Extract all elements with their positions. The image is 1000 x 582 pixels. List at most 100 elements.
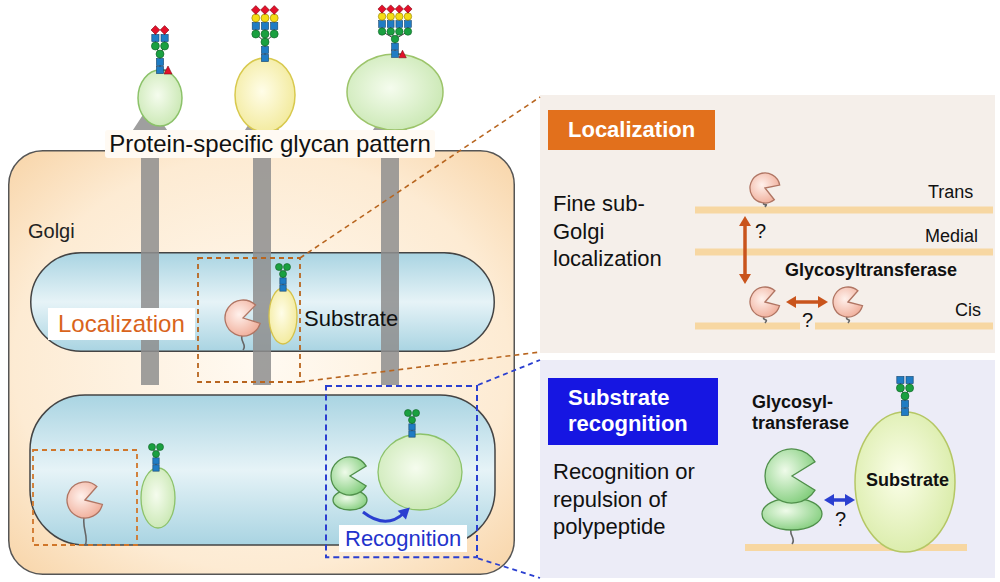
substrate-label: Substrate	[304, 306, 398, 331]
double-arrow	[834, 498, 845, 502]
cisterna-membrane	[695, 207, 993, 214]
mannose-circle	[284, 264, 291, 271]
glycosyltransferase-symbol	[67, 482, 102, 518]
mannose-circle	[378, 28, 386, 36]
text-slot: Trans	[928, 182, 973, 203]
pattern-label: Protein-specific glycan pattern	[105, 130, 435, 158]
recognition-arrow	[363, 512, 404, 521]
glcnac-square	[252, 22, 259, 29]
text-slot: Golgi	[28, 220, 75, 243]
glcnac-square	[280, 278, 286, 284]
glycan	[378, 5, 412, 58]
text-slot: Fine sub-Golgi localization	[553, 190, 685, 273]
mannose-circle	[896, 384, 904, 392]
galactose-circle	[252, 14, 260, 22]
glycan	[148, 444, 163, 472]
cisterna	[30, 395, 495, 545]
membrane-anchor	[84, 514, 87, 545]
sialic-acid-diamond	[261, 6, 270, 15]
galactose-circle	[404, 13, 412, 21]
glcnac-square	[379, 21, 386, 28]
mannose-circle	[156, 50, 164, 58]
glcnac-square	[261, 22, 268, 29]
sialic-acid-diamond	[270, 6, 279, 15]
glcnac-square	[396, 21, 403, 28]
text-slot: Glycosyltransferase	[785, 260, 957, 281]
text-slot: Protein-specific glycan pattern	[105, 130, 435, 158]
cisterna-membrane	[695, 249, 993, 256]
sialic-acid-diamond	[378, 5, 386, 13]
glcnac-square	[156, 66, 163, 73]
dashed-outline	[326, 386, 477, 557]
header-box: Localization	[548, 110, 715, 150]
mannose-circle	[275, 264, 282, 271]
text-slot: ?	[800, 309, 815, 332]
mannose-circle	[157, 444, 164, 451]
sialic-acid-diamond	[395, 5, 403, 13]
mannose-circle	[261, 38, 269, 46]
double-arrow	[796, 300, 818, 304]
membrane	[745, 544, 967, 551]
glcnac-square	[405, 21, 412, 28]
mannose-circle	[148, 444, 155, 451]
glcnac-square	[897, 376, 904, 383]
mannose-circle	[404, 410, 411, 417]
fucose-triangle	[399, 50, 407, 58]
panel-text: Fine sub-Golgi localization	[553, 190, 685, 273]
arrow-head	[845, 494, 855, 506]
text-slot: Recognition or repulsion of polypeptide	[553, 458, 705, 541]
text-slot: ?	[833, 508, 848, 531]
concept-label: Recognition	[339, 525, 467, 552]
text-slot: Recognition	[339, 525, 467, 552]
galactose-circle	[270, 14, 278, 22]
mannose-circle	[404, 28, 412, 36]
substrate-protein	[141, 468, 175, 528]
glycosyltransferase-symbol	[331, 457, 366, 495]
mannose-circle	[387, 28, 395, 36]
glcnac-square	[387, 21, 394, 28]
galactose-circle	[387, 13, 395, 21]
glcnac-square	[409, 424, 415, 430]
glycosyltransferase-symbol	[750, 173, 780, 203]
sialic-acid-diamond	[404, 5, 412, 13]
glycan	[251, 6, 278, 62]
substrate-label: Substrate	[866, 470, 949, 491]
cisterna-label: Medial	[925, 226, 978, 247]
mannose-circle	[151, 42, 159, 50]
text-slot: Cis	[955, 300, 981, 321]
glcnac-square	[409, 431, 415, 437]
glycoprotein	[347, 54, 443, 130]
galactose-circle	[378, 13, 386, 21]
enzyme-label: Glycosyltransferase	[785, 260, 957, 281]
glcnac-square	[271, 22, 278, 29]
arrow-head	[786, 296, 796, 308]
cisterna-membrane	[695, 323, 993, 330]
mannose-circle	[409, 417, 416, 424]
arrow-head	[824, 494, 834, 506]
glcnac-square	[901, 400, 908, 407]
double-arrow	[743, 226, 747, 274]
header-box: Substrate recognition	[548, 378, 718, 445]
mannose-circle	[906, 384, 914, 392]
question-mark: ?	[800, 309, 815, 332]
mannose-circle	[413, 410, 420, 417]
fucose-triangle	[164, 66, 172, 74]
text-slot: Localization	[568, 117, 695, 143]
glcnac-square	[261, 54, 268, 61]
arrow-head	[398, 508, 410, 520]
concept-label: Localization	[48, 308, 195, 340]
glycoprotein	[235, 58, 295, 132]
glcnac-square	[161, 34, 168, 41]
mannose-circle	[252, 30, 260, 38]
glycosyltransferase-symbol	[833, 287, 863, 317]
substrate-protein	[855, 412, 955, 552]
mannose-circle	[261, 30, 269, 38]
text-slot: Substrate	[304, 306, 398, 331]
arrow-head	[818, 296, 828, 308]
glcnac-square	[392, 51, 399, 58]
text-slot: Medial	[925, 226, 978, 247]
glycan	[896, 376, 913, 415]
question-mark: ?	[753, 220, 768, 243]
text-slot: Substrate recognition	[568, 385, 698, 438]
cisterna-label: Trans	[928, 182, 973, 203]
